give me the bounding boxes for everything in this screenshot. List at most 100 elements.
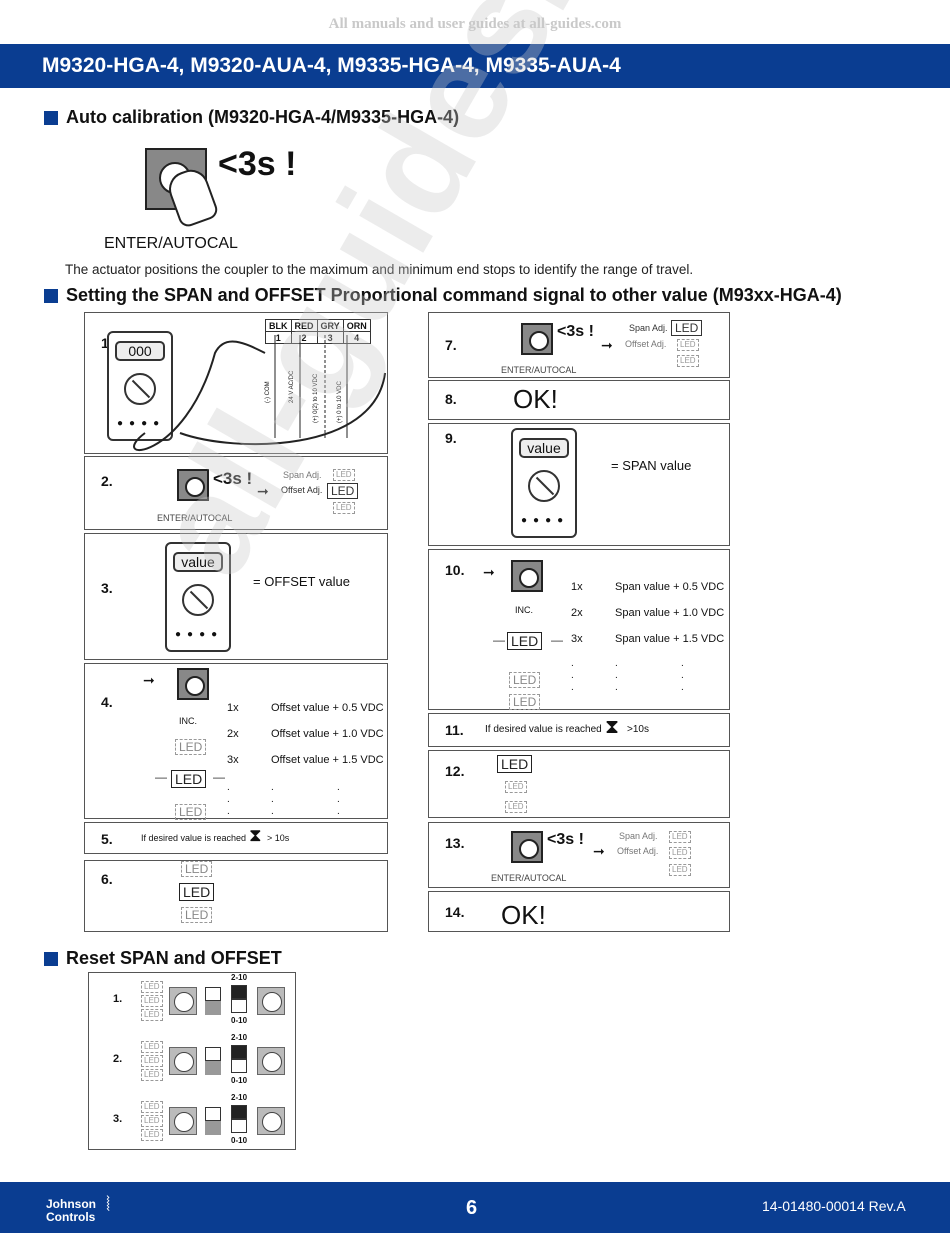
multimeter-icon: value ●●●●	[511, 428, 577, 538]
arrow-right-icon: ➞	[601, 337, 613, 353]
brand-line-1: Johnson	[46, 1197, 96, 1211]
ellipsis-dots: ...	[271, 782, 274, 817]
count-item: 2x	[571, 607, 583, 619]
bullet-square-icon	[44, 110, 58, 125]
wire-label: (-) COM	[265, 381, 271, 403]
meter-display: value	[173, 552, 223, 572]
reset-step-number: 2.	[113, 1053, 123, 1065]
auto-cal-heading-text: Auto calibration (M9320-HGA-4/M9335-HGA-…	[66, 107, 460, 127]
blink-rays-icon: —	[493, 633, 505, 647]
document-id: 14-01480-00014 Rev.A	[762, 1198, 906, 1214]
step-number: 2.	[101, 473, 113, 489]
wire-header: ORN	[342, 319, 371, 332]
auto-cal-description: The actuator positions the coupler to th…	[65, 262, 694, 277]
enter-autocal-label: ENTER/AUTOCAL	[491, 873, 567, 883]
count-item: 1x	[227, 702, 239, 714]
step-number: 14.	[445, 904, 465, 920]
enter-autocal-label: ENTER/AUTOCAL	[157, 513, 233, 523]
led-indicator: LED	[333, 502, 355, 514]
wire-table: BLK RED GRY ORN 1 2 3 4	[265, 319, 371, 344]
offset-adj-label: Offset Adj.	[281, 485, 323, 495]
ellipsis-dots: ...	[681, 658, 684, 693]
span-adj-label: Span Adj.	[283, 470, 322, 480]
ok-label: OK!	[501, 900, 546, 930]
hourglass-icon: ⧗	[605, 716, 620, 738]
step-number: 10.	[445, 562, 465, 578]
inc-label: INC.	[179, 716, 197, 726]
switch-icon	[205, 987, 221, 1015]
led-indicator: LED	[509, 672, 541, 688]
step-number: 12.	[445, 763, 465, 779]
knob-icon	[257, 987, 285, 1015]
probe-wires-illustration	[133, 335, 386, 451]
inc-button-icon	[511, 560, 543, 592]
step-7-panel: 7. <3s ! ENTER/AUTOCAL ➞ Span Adj. Offse…	[428, 312, 730, 378]
knob-icon	[169, 1047, 197, 1075]
step-1-panel: 1. 000 ●●●● BLK RED GRY ORN 1 2 3 4 (-) …	[84, 312, 388, 454]
led-indicator: LED	[175, 739, 207, 755]
reset-heading-text: Reset SPAN and OFFSET	[66, 948, 282, 968]
wire-header: GRY	[316, 319, 344, 332]
reset-row: 1. LED LED LED 2-10 0-10	[89, 973, 297, 1031]
ok-label: OK!	[513, 384, 558, 414]
footer: Johnson Controls ⦚ 6 14-01480-00014 Rev.…	[0, 1182, 950, 1233]
switch-bottom-label: 0-10	[231, 1076, 248, 1085]
arrow-right-icon: ➞	[257, 483, 269, 499]
reset-panel: 1. LED LED LED 2-10 0-10 2. LED LED LED …	[88, 972, 296, 1150]
count-item: 3x	[571, 633, 583, 645]
setting-heading: Setting the SPAN and OFFSET Proportional…	[44, 285, 842, 306]
site-note: All manuals and user guides at all-guide…	[328, 16, 622, 32]
wire-number: 2	[290, 331, 318, 344]
offset-adj-label: Offset Adj.	[617, 846, 659, 856]
brand-logo: Johnson Controls	[46, 1198, 96, 1224]
wire-label: (+) 0(2) to 10 VDC	[313, 373, 319, 423]
step-11-panel: 11. If desired value is reached ⧗ >10s	[428, 713, 730, 747]
ellipsis-dots: ...	[571, 658, 574, 693]
step-number: 8.	[445, 391, 457, 407]
knob-icon	[169, 1107, 197, 1135]
meter-jacks-icon: ●●●●	[175, 629, 224, 640]
dip-switch-icon	[231, 985, 247, 1013]
arrow-right-icon: ➞	[483, 564, 495, 580]
meter-dial-icon	[124, 373, 156, 405]
wire-number: 1	[265, 331, 292, 344]
autocal-button-icon	[521, 323, 553, 355]
ellipsis-dots: ...	[227, 782, 230, 817]
step-2-panel: 2. <3s ! ENTER/AUTOCAL ➞ Span Adj. Offse…	[84, 456, 388, 530]
blink-rays-icon: —	[213, 770, 225, 784]
step-13-panel: 13. <3s ! ENTER/AUTOCAL ➞ Span Adj. Offs…	[428, 822, 730, 888]
wire-label: (+) 0 to 10 VDC	[337, 381, 343, 423]
reset-heading: Reset SPAN and OFFSET	[44, 948, 282, 969]
wait-time: >10s	[627, 724, 649, 735]
offset-step: Offset value + 1.0 VDC	[271, 728, 384, 740]
bullet-square-icon	[44, 288, 58, 303]
brand-line-2: Controls	[46, 1210, 96, 1224]
arrow-right-icon: ➞	[593, 843, 605, 859]
bullet-square-icon	[44, 951, 58, 966]
step-number: 6.	[101, 871, 113, 887]
led-indicator: LED	[669, 847, 691, 859]
step-12-panel: 12. LED LED LED	[428, 750, 730, 818]
header-title: M9320-HGA-4, M9320-AUA-4, M9335-HGA-4, M…	[0, 44, 950, 88]
switch-bottom-label: 0-10	[231, 1136, 248, 1145]
span-adj-label: Span Adj.	[619, 831, 658, 841]
offset-step: Offset value + 1.5 VDC	[271, 754, 384, 766]
step-number: 1.	[101, 335, 113, 351]
dip-switch-icon	[231, 1045, 247, 1073]
hourglass-icon: ⧗	[249, 825, 262, 845]
meter-jacks-icon: ●●●●	[117, 418, 166, 429]
timer-label: <3s !	[557, 323, 594, 340]
desired-value-text: If desired value is reached	[485, 724, 602, 735]
switch-icon	[205, 1107, 221, 1135]
step-6-panel: 6. LED LED LED	[84, 860, 388, 932]
timer-label: <3s !	[547, 831, 584, 848]
step-10-panel: 10. ➞ INC. — LED — LED LED 1x 2x 3x Span…	[428, 549, 730, 710]
span-step: Span value + 0.5 VDC	[615, 581, 725, 593]
blink-rays-icon: —	[551, 633, 563, 647]
led-indicator: LED	[141, 1101, 163, 1113]
wait-time: > 10s	[267, 833, 290, 843]
led-indicator: LED	[677, 355, 699, 367]
step-number: 3.	[101, 580, 113, 596]
led-indicator: LED	[669, 831, 691, 843]
enter-autocal-label: ENTER/AUTOCAL	[501, 365, 577, 375]
